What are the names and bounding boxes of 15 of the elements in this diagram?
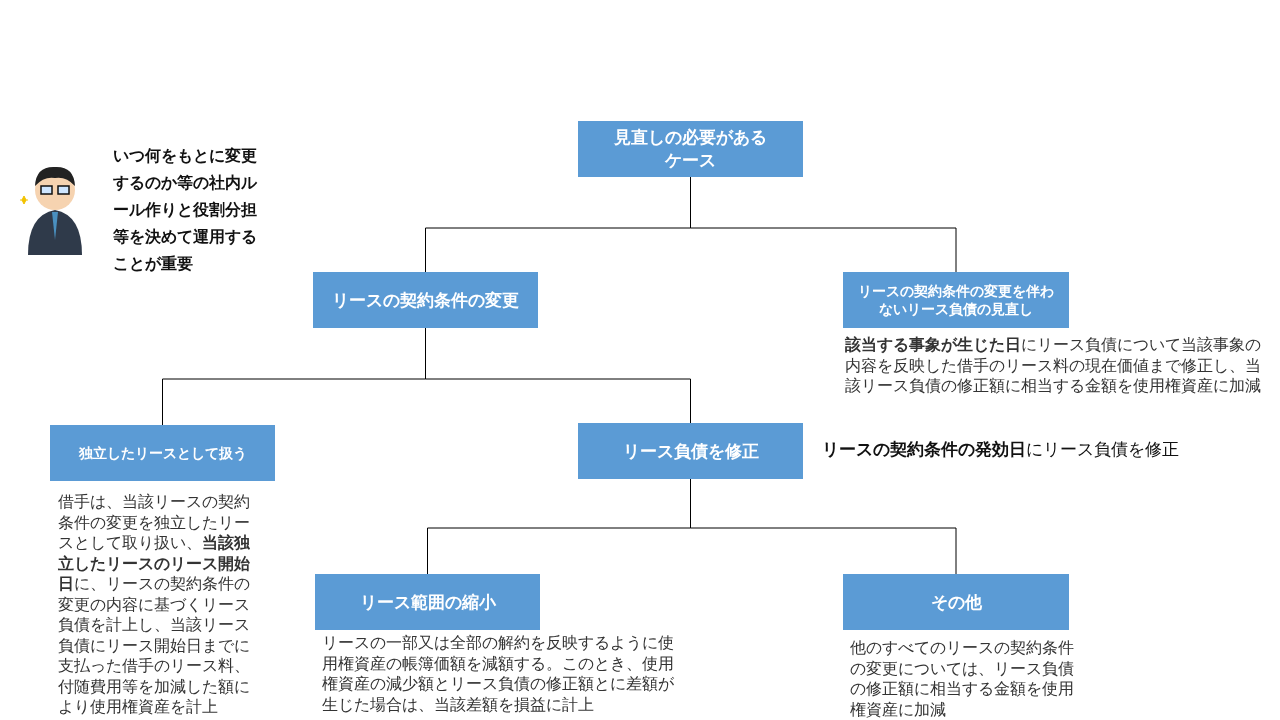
description-text: リースの契約条件の発効日にリース負債を修正 <box>822 440 1179 461</box>
description-text: 借手は、当該リースの契約条件の変更を独立したリースとして取り扱い、当該独立したリースのリース開始日に、リースの契約条件の変更の内容に基づくリース負債を計上し、当該リース負債にリース開始日までに支払った借手のリース料、付随費用等を加減した額により使用権資産を計上 <box>58 492 251 718</box>
box-label: リースの契約条件の変更を伴わないリース負債の見直し <box>857 281 1055 319</box>
description-text: リースの一部又は全部の解約を反映するように使用権資産の帳簿価額を減額する。このとき、使用権資産の減少額とリース負債の修正額とに差額が生じた場合は、当該差額を損益に計上 <box>322 633 675 715</box>
box-label: その他 <box>930 590 982 614</box>
box-label: 独立したリースとして扱う <box>78 443 247 463</box>
process-box <box>578 121 803 177</box>
box-label: リース範囲の縮小 <box>359 590 496 614</box>
description-text: 他のすべてのリースの契約条件の変更については、リース負債の修正額に相当する金額を使用権資産に加減 <box>850 638 1075 720</box>
description-text: 該当する事象が生じた日にリース負債について当該事象の内容を反映した借手のリース料の現在価値まで修正し、当該リース負債の修正額に相当する金額を使用権資産に加減 <box>845 335 1262 397</box>
box-label: 見直しの必要があるケース <box>613 126 768 172</box>
process-box <box>313 272 538 328</box>
box-label: リースの契約条件の変更 <box>332 288 519 312</box>
note-text: いつ何をもとに変更するのか等の社内ルール作りと役割分担等を決めて運用することが重要 <box>113 146 258 275</box>
box-label: リース負債を修正 <box>622 439 759 463</box>
